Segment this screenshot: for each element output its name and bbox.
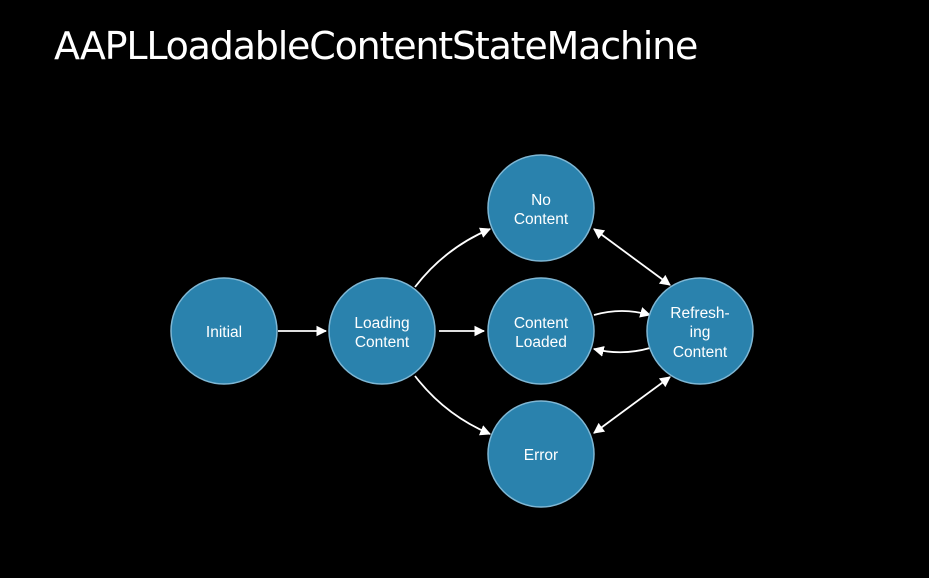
node-no-content-line-2: Content — [514, 211, 569, 228]
node-loading-line-1: Loading — [354, 315, 409, 332]
node-refreshing-line-1: Refresh- — [670, 305, 729, 322]
svg-text:Refresh-: Refresh- — [670, 305, 729, 322]
node-initial-label: Initial — [206, 324, 242, 341]
node-content-loaded-line-2: Loaded — [515, 334, 567, 351]
node-no-content: No Content — [487, 154, 595, 262]
svg-text:No: No — [531, 192, 551, 209]
edge-no-content-refreshing — [593, 228, 671, 286]
svg-text:Loaded: Loaded — [515, 334, 567, 351]
edge-content-loaded-to-refreshing — [593, 307, 652, 318]
svg-text:Initial: Initial — [206, 324, 242, 341]
node-loading-line-2: Content — [355, 334, 410, 351]
edge-loading-to-no-content — [414, 227, 491, 288]
edge-loading-to-error — [414, 375, 491, 436]
node-initial: Initial — [170, 277, 278, 385]
node-no-content-line-1: No — [531, 192, 551, 209]
svg-text:Content: Content — [514, 315, 569, 332]
node-refreshing-content: Refresh- ing Content — [646, 277, 754, 385]
svg-text:Content: Content — [355, 334, 410, 351]
node-content-loaded-line-1: Content — [514, 315, 569, 332]
node-error-label: Error — [524, 447, 558, 464]
svg-text:Error: Error — [524, 447, 558, 464]
svg-text:Content: Content — [514, 211, 569, 228]
svg-text:ing: ing — [690, 324, 711, 341]
node-refreshing-line-3: Content — [673, 344, 728, 361]
slide-title: AAPLLoadableContentStateMachine — [54, 24, 698, 68]
svg-text:Content: Content — [673, 344, 728, 361]
svg-text:Loading: Loading — [354, 315, 409, 332]
edge-error-refreshing — [593, 376, 671, 434]
node-error: Error — [487, 400, 595, 508]
edge-refreshing-to-content-loaded — [592, 346, 651, 357]
node-content-loaded: Content Loaded — [487, 277, 595, 385]
node-refreshing-line-2: ing — [690, 324, 711, 341]
node-loading-content: Loading Content — [328, 277, 436, 385]
